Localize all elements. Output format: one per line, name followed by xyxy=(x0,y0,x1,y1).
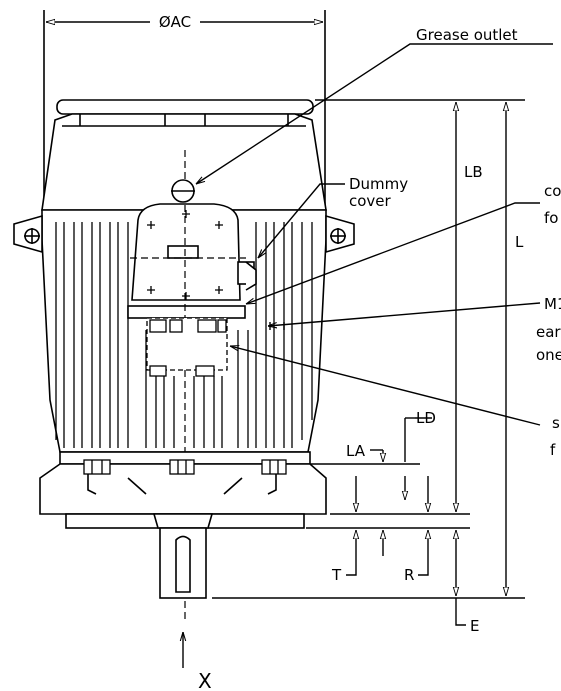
callout-right-2c: one xyxy=(536,346,561,364)
view-x-label: X xyxy=(198,669,212,691)
flange-bolts xyxy=(83,459,287,475)
dim-r-label: R xyxy=(404,566,414,584)
callout-right-2b: ear xyxy=(536,323,561,341)
dim-l-label: L xyxy=(515,233,524,251)
shaft xyxy=(159,527,207,599)
flange xyxy=(39,451,327,529)
dim-lb-label: LB xyxy=(464,163,483,181)
callout-right-2a: M1 xyxy=(544,295,561,313)
terminal-connectors xyxy=(146,317,228,377)
callout-right-1a: co xyxy=(544,182,561,200)
dim-e-label: E xyxy=(470,617,479,635)
terminal-box-screws xyxy=(147,210,223,300)
dummy-cover-label-line1: Dummy xyxy=(349,175,408,193)
leader-lines xyxy=(196,43,553,426)
dim-la-label: LA xyxy=(346,442,366,460)
callout-right-1b: fo xyxy=(544,209,558,227)
callout-right-3a: s xyxy=(552,414,560,432)
cooling-fins xyxy=(55,222,313,448)
dummy-cover-label-line2: cover xyxy=(349,192,392,210)
terminal-box xyxy=(127,203,257,319)
grease-outlet-label: Grease outlet xyxy=(416,26,518,44)
dim-ld-label: LD xyxy=(416,409,436,427)
vertical-dimensions xyxy=(212,99,525,626)
dim-t-label: T xyxy=(331,566,342,584)
grease-outlet xyxy=(171,179,195,203)
fan-cowl xyxy=(41,99,327,211)
callout-right-3b: f xyxy=(550,441,556,459)
dim-ac-label: ØAC xyxy=(159,13,191,31)
